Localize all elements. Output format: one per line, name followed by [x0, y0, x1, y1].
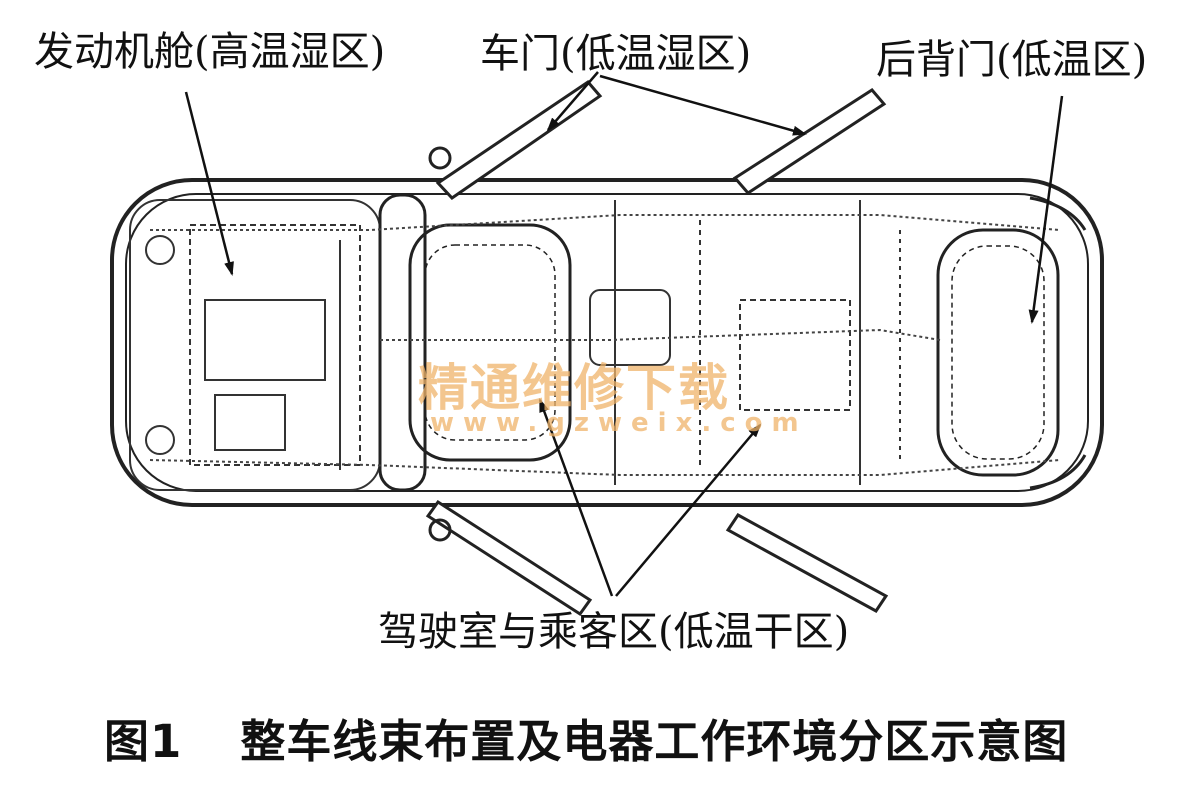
- watermark-text: 精通维修下载: [418, 358, 730, 417]
- arrow-door-rear: [599, 74, 807, 136]
- arrow-back-door: [1028, 95, 1064, 324]
- rear-left-door: [732, 88, 887, 195]
- figure-title: 整车线束布置及电器工作环境分区示意图: [240, 715, 1069, 768]
- arrow-door-front: [546, 71, 599, 132]
- front-left-door: [435, 80, 603, 200]
- arrow-engine: [184, 91, 234, 276]
- label-engine-bay: 发动机舱(高温湿区): [34, 29, 386, 75]
- label-door: 车门(低温湿区): [480, 31, 752, 77]
- label-cabin: 驾驶室与乘客区(低温干区): [378, 609, 850, 655]
- car-body: [110, 178, 1104, 507]
- front-right-door: [425, 499, 593, 617]
- engine-bay: [129, 199, 381, 491]
- watermark-url: www.gzweix.com: [430, 408, 808, 438]
- leader-arrows: [184, 71, 1064, 597]
- middle-cabin: [589, 200, 901, 485]
- arrow-cabin-left: [538, 398, 614, 597]
- label-back-door: 后背门(低温区): [876, 37, 1148, 83]
- rear-section: [936, 196, 1087, 490]
- front-cabin-frame: [378, 193, 572, 492]
- rear-right-door: [725, 513, 889, 613]
- doors: [425, 80, 889, 617]
- figure-caption: 图1 整车线束布置及电器工作环境分区示意图: [104, 705, 1068, 770]
- wiring-harness: [149, 214, 1061, 476]
- figure-number: 图1: [104, 715, 183, 768]
- arrow-cabin-right: [615, 423, 762, 597]
